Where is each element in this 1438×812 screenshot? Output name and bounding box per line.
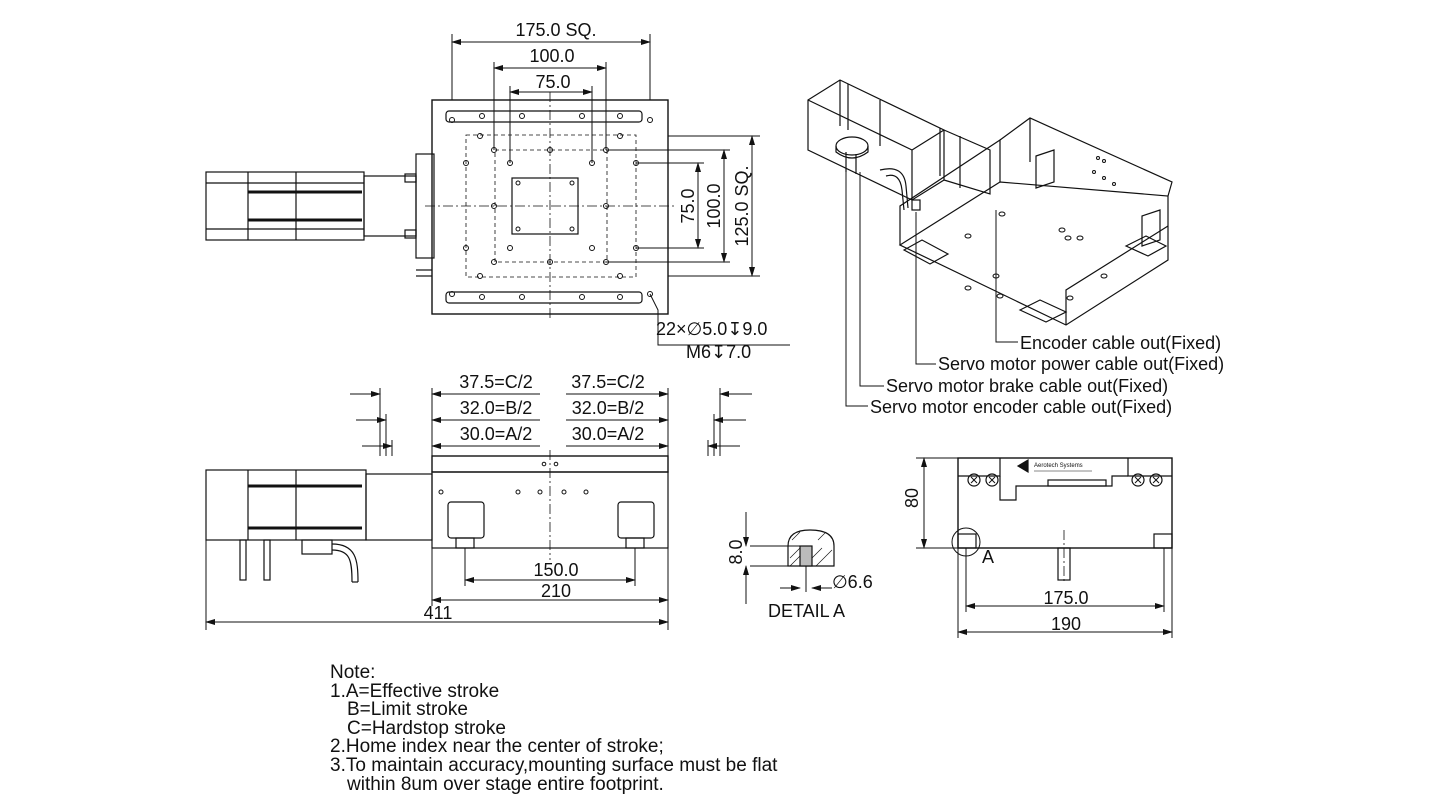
dim-150: 150.0 <box>533 560 578 580</box>
end-logo: Aerotech Systems <box>1016 458 1092 474</box>
side-pocket-right <box>617 501 655 539</box>
stroke-right-b: 32.0=B/2 <box>572 398 645 418</box>
end-logo-text: Aerotech Systems <box>1034 463 1083 469</box>
detail-dim-hole: ∅6.6 <box>832 572 873 592</box>
note-line-3: C=Hardstop stroke <box>347 717 506 739</box>
stroke-left-a: 30.0=A/2 <box>460 424 533 444</box>
detail-dim-8: 8.0 <box>726 539 746 564</box>
stroke-right-c: 37.5=C/2 <box>571 372 645 392</box>
dim-100-right: 100.0 <box>704 183 724 228</box>
dim-175-sq: 175.0 SQ. <box>515 20 596 40</box>
callout-power-cable: Servo motor power cable out(Fixed) <box>938 354 1224 374</box>
hole-callout-2: M6↧7.0 <box>686 342 751 362</box>
isometric-view <box>807 79 1173 407</box>
end-dim-190: 190 <box>1051 614 1081 634</box>
dim-411: 411 <box>424 603 453 623</box>
top-view <box>205 34 790 346</box>
callout-encoder-cable: Encoder cable out(Fixed) <box>1020 333 1221 353</box>
mounting-holes <box>449 113 653 300</box>
side-pocket-left <box>447 501 485 539</box>
dim-75-right: 75.0 <box>678 188 698 223</box>
detail-a <box>743 512 835 604</box>
end-dim-175: 175.0 <box>1043 588 1088 608</box>
end-dimension-lines <box>916 457 1173 638</box>
note-line-1: 1.A=Effective stroke <box>330 680 500 702</box>
detail-label: DETAIL A <box>768 601 845 621</box>
note-line-6: within 8um over stage entire footprint. <box>347 773 664 795</box>
motor-top <box>205 153 435 277</box>
end-dim-80: 80 <box>902 488 922 508</box>
dim-100-top: 100.0 <box>529 46 574 66</box>
callout-brake-cable: Servo motor brake cable out(Fixed) <box>886 376 1168 396</box>
notes-title: Note: <box>330 662 376 683</box>
stroke-left-c: 37.5=C/2 <box>459 372 533 392</box>
stroke-right-a: 30.0=A/2 <box>572 424 645 444</box>
stroke-left-b: 32.0=B/2 <box>460 398 533 418</box>
notes-block: Note: 1.A=Effective stroke B=Limit strok… <box>330 662 778 795</box>
dim-210: 210 <box>541 581 571 601</box>
top-dimension-lines <box>451 34 790 346</box>
side-dimension-lines <box>205 540 669 630</box>
note-line-5: 3.To maintain accuracy,mounting surface … <box>330 754 778 776</box>
motor-side <box>205 469 433 583</box>
note-line-4: 2.Home index near the center of stroke; <box>330 736 664 758</box>
side-view <box>205 450 669 630</box>
rail-bottom <box>445 291 643 304</box>
stroke-dimensions <box>350 388 752 456</box>
top-dimension-texts: 175.0 SQ. 100.0 75.0 75.0 100.0 125.0 SQ… <box>515 20 752 247</box>
callout-motor-encoder-cable: Servo motor encoder cable out(Fixed) <box>870 397 1172 417</box>
hole-callout-1: 22×∅5.0↧9.0 <box>656 319 767 339</box>
dim-125-sq: 125.0 SQ. <box>732 165 752 246</box>
dim-75-top: 75.0 <box>535 72 570 92</box>
iso-leader-lines <box>845 170 1018 407</box>
end-view: Aerotech Systems <box>916 457 1173 638</box>
note-line-2: B=Limit stroke <box>347 699 468 721</box>
rail-top <box>445 110 643 123</box>
detail-marker-label: A <box>982 547 994 567</box>
